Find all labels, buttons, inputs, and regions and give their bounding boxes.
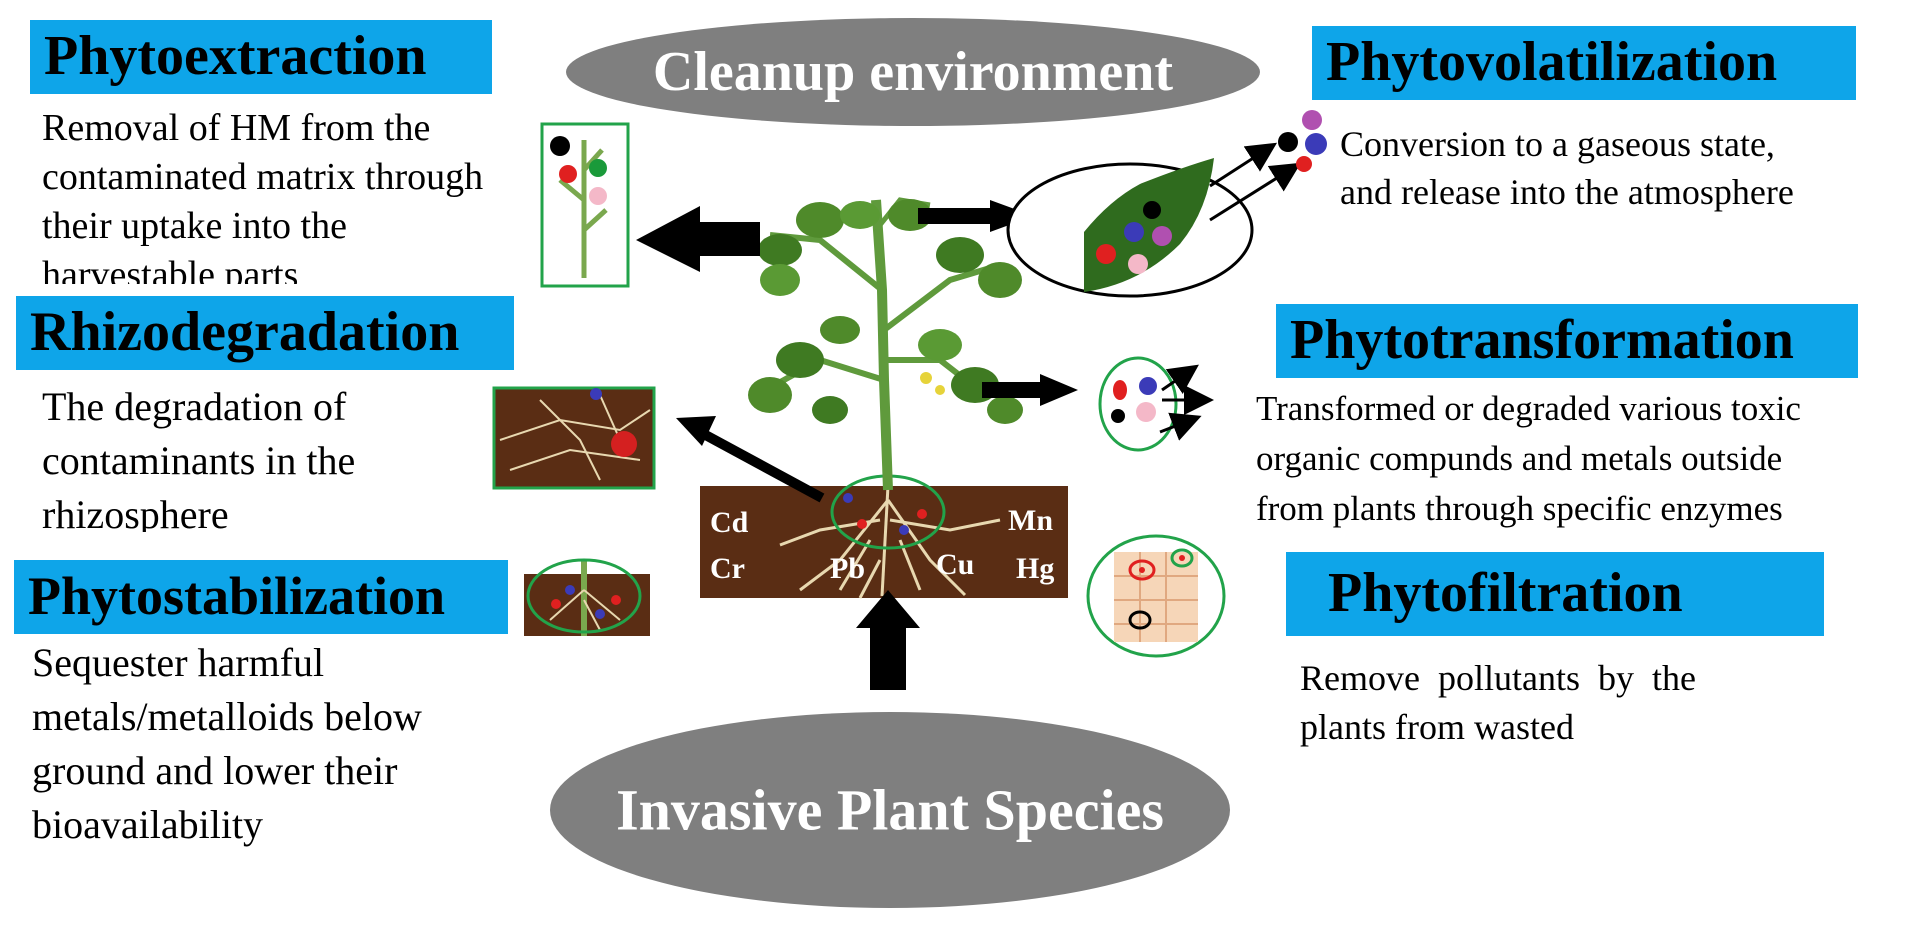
metal-label-mn: Mn <box>1008 504 1053 537</box>
cleanup-environment-pill: Cleanup environment <box>566 18 1260 126</box>
phytotransformation-description: Transformed or degraded various toxic or… <box>1256 389 1801 528</box>
arrow-to-rhizodegradation-head <box>676 416 716 446</box>
plant-illustration <box>748 197 1023 491</box>
metal-particle <box>843 493 853 503</box>
arrow-to-phytovolatilization <box>918 200 1034 232</box>
phytoextraction-description: Removal of HM from the contaminated matr… <box>42 107 484 284</box>
arrow-from-invasive-species <box>856 590 920 690</box>
rhizodegradation-description: The degradation of contaminants in the r… <box>42 384 356 532</box>
phytofiltration-title: Phytofiltration <box>1286 552 1824 636</box>
arrow-to-phytotransformation <box>982 374 1078 406</box>
invasive-plant-species-label: Invasive Plant Species <box>616 777 1164 843</box>
metal-label-hg: Hg <box>1016 552 1055 585</box>
phytotransformation-inset <box>1098 356 1178 452</box>
phytovolatilization-title: Phytovolatilization <box>1312 26 1856 100</box>
phytotransformation-title: Phytotransformation <box>1276 304 1858 378</box>
metal-label-pb: Pb <box>830 552 866 585</box>
arrow-to-rhizodegradation <box>697 427 825 503</box>
arrow-to-phytoextraction <box>636 206 760 272</box>
metal-particle <box>917 509 927 519</box>
metal-label-cu: Cu <box>936 548 975 581</box>
metal-particle <box>899 525 909 535</box>
metal-label-cd: Cd <box>710 506 749 539</box>
metal-particle <box>857 519 867 529</box>
phytovolatilization-description: Conversion to a gaseous state, and relea… <box>1340 124 1794 212</box>
phytofiltration-description: Remove pollutants by the plants from was… <box>1300 658 1696 747</box>
phytostabilization-description: Sequester harmful metals/metalloids belo… <box>32 640 422 847</box>
phytostabilization-title: Phytostabilization <box>14 560 508 634</box>
invasive-plant-species-pill: Invasive Plant Species <box>550 712 1230 908</box>
metal-label-cr: Cr <box>710 552 745 585</box>
cleanup-environment-label: Cleanup environment <box>652 41 1174 103</box>
phytoextraction-title: Phytoextraction <box>30 20 492 94</box>
rhizodegradation-title: Rhizodegradation <box>16 296 514 370</box>
